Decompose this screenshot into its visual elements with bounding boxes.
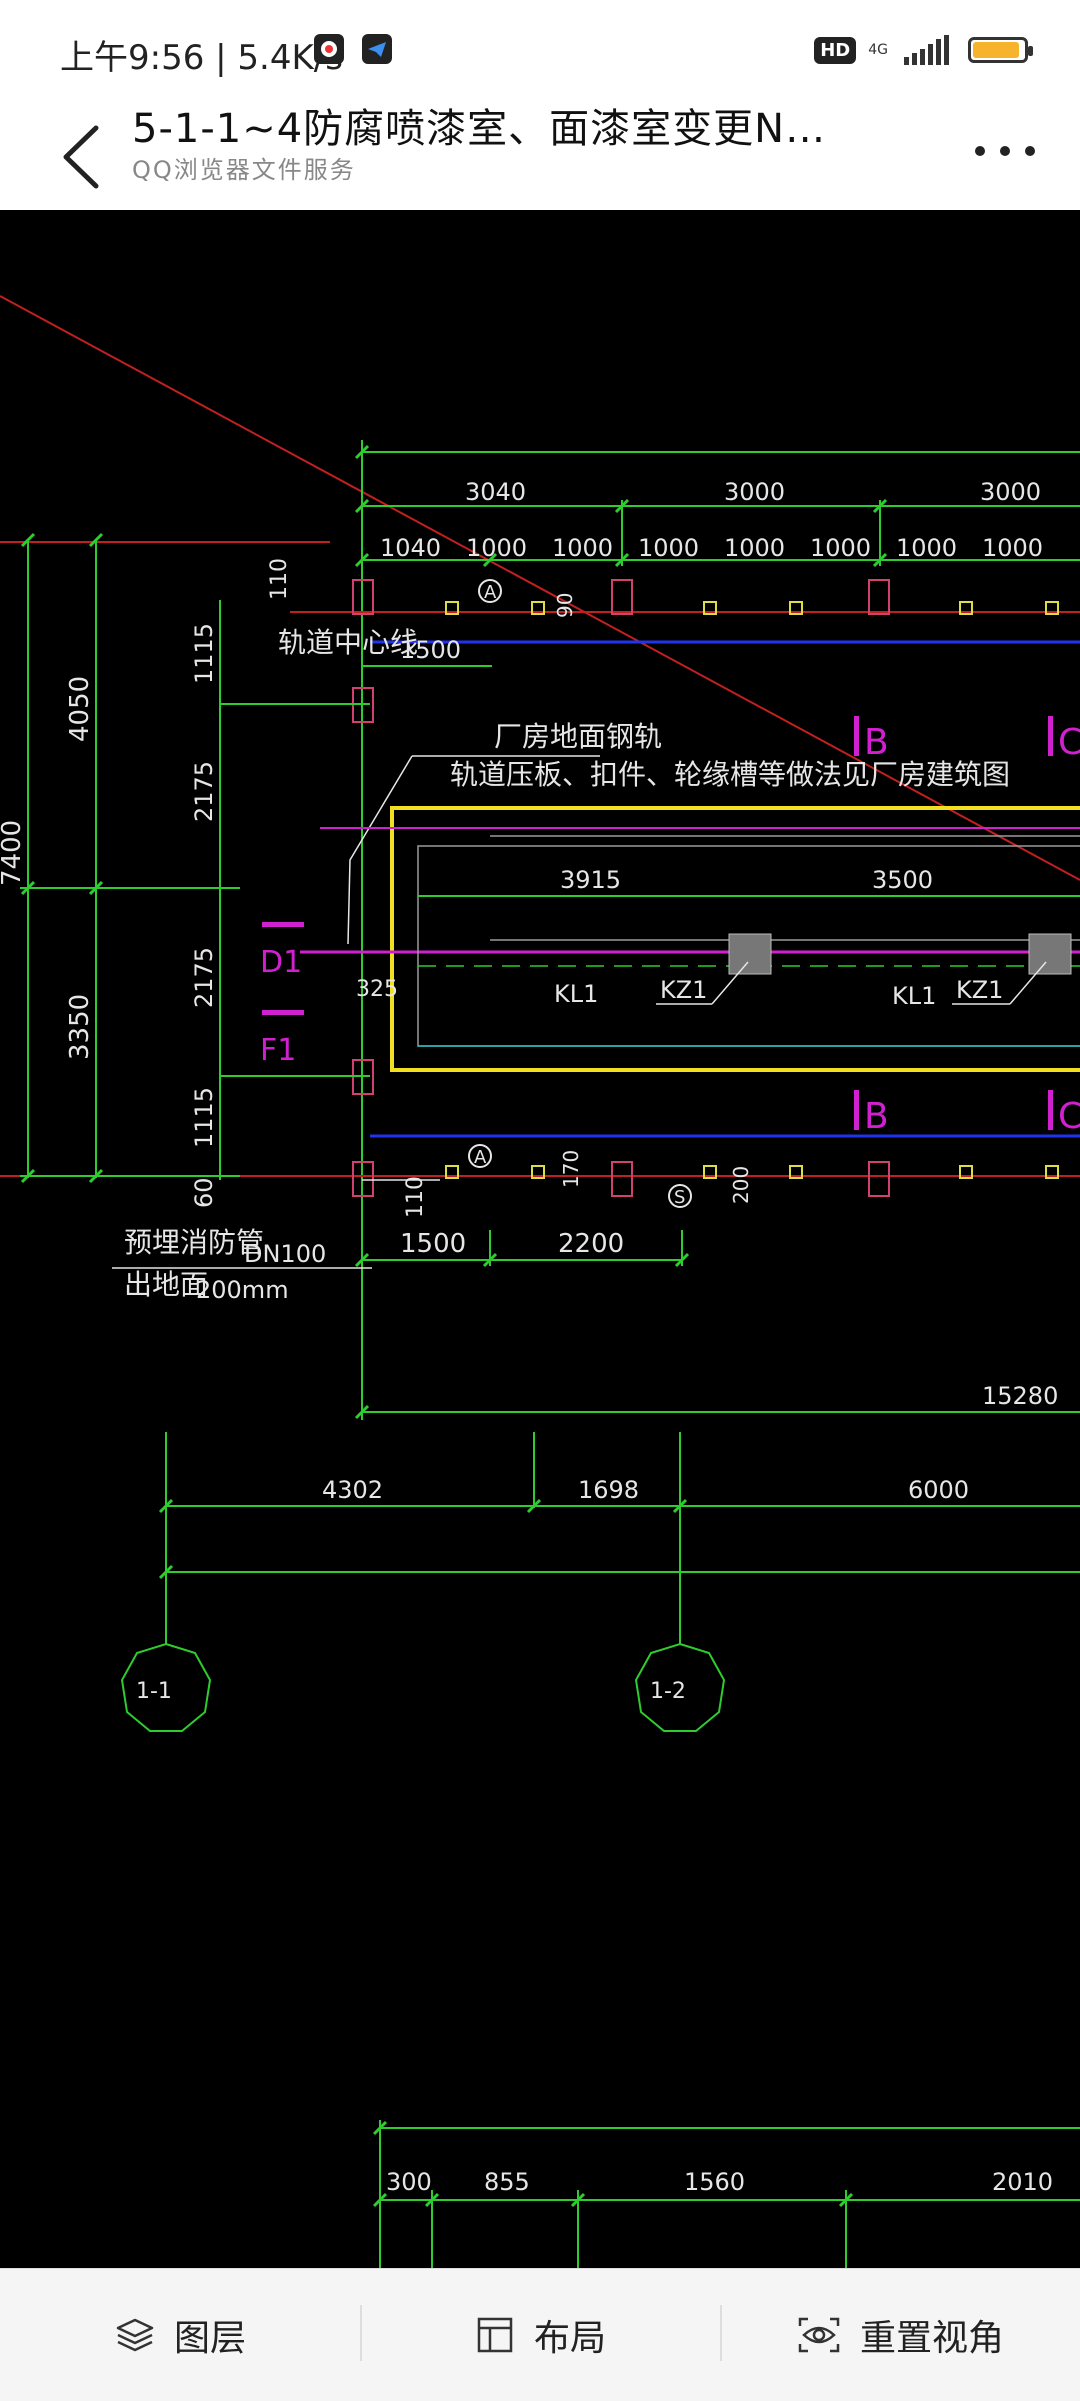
- dim-6000: 6000: [908, 1476, 969, 1504]
- section-b-bottom: B: [864, 1096, 889, 1137]
- eye-scan-icon: [798, 2317, 840, 2353]
- dim-far-7400: 7400: [0, 820, 27, 886]
- fire-pipe-label: 预埋消防管: [124, 1226, 264, 1259]
- dim-top-3000b: 3000: [980, 478, 1041, 506]
- more-button[interactable]: [970, 136, 1040, 166]
- app-header: 5-1-1~4防腐喷漆室、面漆室变更N… QQ浏览器文件服务: [0, 96, 1080, 210]
- signal-icon: [904, 35, 949, 65]
- f1-label: F1: [260, 1033, 296, 1068]
- out-ground-label: 出地面: [124, 1268, 208, 1301]
- circle-a-bottom-label: A: [474, 1147, 487, 1168]
- section-b-top: B: [864, 722, 889, 763]
- dim-left-1115a: 1115: [190, 623, 218, 684]
- dim-far-3350: 3350: [65, 994, 95, 1060]
- dim-left-110: 110: [267, 558, 292, 600]
- track-center-label: 轨道中心线: [278, 626, 418, 659]
- network-label: 4G: [868, 42, 888, 58]
- kl1-right: KL1: [892, 982, 936, 1010]
- dim-r2-1000c: 1000: [638, 534, 699, 562]
- weibo-icon: [314, 34, 344, 64]
- circle-s-label: S: [674, 1187, 685, 1208]
- dim-left-2175b: 2175: [190, 947, 218, 1008]
- reset-view-button[interactable]: 重置视角: [720, 2269, 1080, 2401]
- dim-r2-1000b: 1000: [552, 534, 613, 562]
- dim-4302: 4302: [322, 1476, 383, 1504]
- more-dots-icon: [975, 146, 1035, 156]
- steel-rail-label: 厂房地面钢轨: [494, 720, 662, 753]
- dim-90: 90: [553, 593, 577, 618]
- dim-3500: 3500: [872, 866, 933, 894]
- dim-325: 325: [356, 977, 398, 1002]
- dim-bottom-1560: 1560: [684, 2168, 745, 2196]
- dim-1500b: 1500: [400, 1229, 466, 1259]
- circle-a-top-label: A: [484, 582, 497, 603]
- dim-1698: 1698: [578, 1476, 639, 1504]
- dim-r2-1040: 1040: [380, 534, 441, 562]
- axis-marker-1-2: 1-2: [650, 1679, 686, 1704]
- dim-3915: 3915: [560, 866, 621, 894]
- page-title: 5-1-1~4防腐喷漆室、面漆室变更N…: [132, 106, 827, 152]
- cad-drawing-canvas[interactable]: 3040 3000 3000 1040 1000 1000 1000 1000 …: [0, 210, 1080, 2268]
- mm200-label: 200mm: [196, 1276, 289, 1304]
- layers-icon: [116, 2318, 154, 2352]
- dim-bottom-855: 855: [484, 2168, 530, 2196]
- dim-200: 200: [729, 1166, 753, 1204]
- section-c-top: C: [1058, 722, 1080, 763]
- d1-label: D1: [260, 945, 302, 980]
- dim-left-2175a: 2175: [190, 761, 218, 822]
- track-dim-1500: 1500: [400, 636, 461, 664]
- page-subtitle: QQ浏览器文件服务: [132, 156, 356, 184]
- kl1-left: KL1: [554, 980, 598, 1008]
- dim-r2-1000a: 1000: [466, 534, 527, 562]
- bottom-toolbar: 图层 布局 重置视角: [0, 2268, 1080, 2401]
- dim-top-3000a: 3000: [724, 478, 785, 506]
- layout-button[interactable]: 布局: [360, 2269, 720, 2401]
- track-note: 轨道压板、扣件、轮缘槽等做法见厂房建筑图: [450, 758, 1010, 791]
- layers-label: 图层: [173, 2318, 246, 2359]
- telegram-icon: [362, 34, 392, 64]
- cad-drawing: 3040 3000 3000 1040 1000 1000 1000 1000 …: [0, 295, 1080, 2268]
- back-button[interactable]: [52, 108, 118, 198]
- dim-r2-1000g: 1000: [982, 534, 1043, 562]
- dim-far-4050: 4050: [65, 676, 95, 742]
- dn100-label: DN100: [244, 1240, 326, 1268]
- dim-left-60: 60: [190, 1177, 218, 1208]
- dim-r2-1000f: 1000: [896, 534, 957, 562]
- status-time: 上午9:56 | 5.4K/s: [60, 38, 343, 78]
- kz1-right: KZ1: [956, 976, 1003, 1004]
- status-bar: 上午9:56 | 5.4K/s HD 4G: [0, 0, 1080, 96]
- dim-15280: 15280: [982, 1382, 1058, 1410]
- dim-170: 170: [559, 1150, 583, 1188]
- battery-icon: [968, 37, 1033, 63]
- dim-r2-1000e: 1000: [810, 534, 871, 562]
- dim-top-3040: 3040: [465, 478, 526, 506]
- dim-left-1115b: 1115: [190, 1087, 218, 1148]
- hd-badge: HD: [814, 36, 857, 64]
- dim-110b: 110: [403, 1176, 428, 1218]
- dim-bottom-300: 300: [386, 2168, 432, 2196]
- dim-r2-1000d: 1000: [724, 534, 785, 562]
- dim-2200: 2200: [558, 1229, 624, 1259]
- reset-view-label: 重置视角: [859, 2318, 1004, 2359]
- layout-icon: [477, 2317, 513, 2353]
- status-right: HD 4G: [814, 30, 1033, 70]
- kz1-left: KZ1: [660, 976, 707, 1004]
- axis-marker-1-1: 1-1: [136, 1679, 172, 1704]
- layout-label: 布局: [533, 2318, 606, 2359]
- section-c-bottom: C: [1058, 1096, 1080, 1137]
- dim-bottom-2010: 2010: [992, 2168, 1053, 2196]
- layers-button[interactable]: 图层: [0, 2269, 360, 2401]
- chevron-left-icon: [63, 125, 99, 189]
